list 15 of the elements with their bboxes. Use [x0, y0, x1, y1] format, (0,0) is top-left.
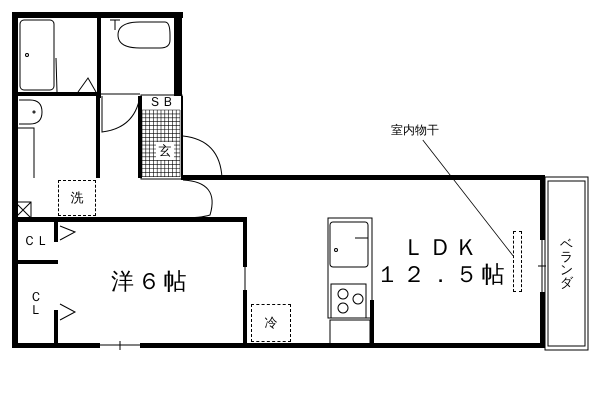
callout-label: 室内物干: [391, 124, 439, 136]
clothes-drying-rod: [513, 231, 522, 292]
room-label: 玄: [158, 144, 172, 158]
appliance-space: [58, 180, 96, 216]
room-label: 洗: [70, 192, 84, 204]
leader-line: [422, 140, 514, 256]
room-label: ＣＬ: [23, 234, 49, 248]
room-label: ＬＤＫ: [402, 236, 482, 260]
room-label: ＣＬ: [30, 290, 42, 316]
room-label: １２．５帖: [376, 264, 508, 286]
room-label: ベランダ: [560, 238, 573, 290]
room-label: 冷: [264, 316, 278, 330]
room-label: ＳＢ: [148, 96, 174, 108]
room-label: 洋６帖: [110, 271, 190, 294]
appliance-space: [251, 304, 291, 342]
